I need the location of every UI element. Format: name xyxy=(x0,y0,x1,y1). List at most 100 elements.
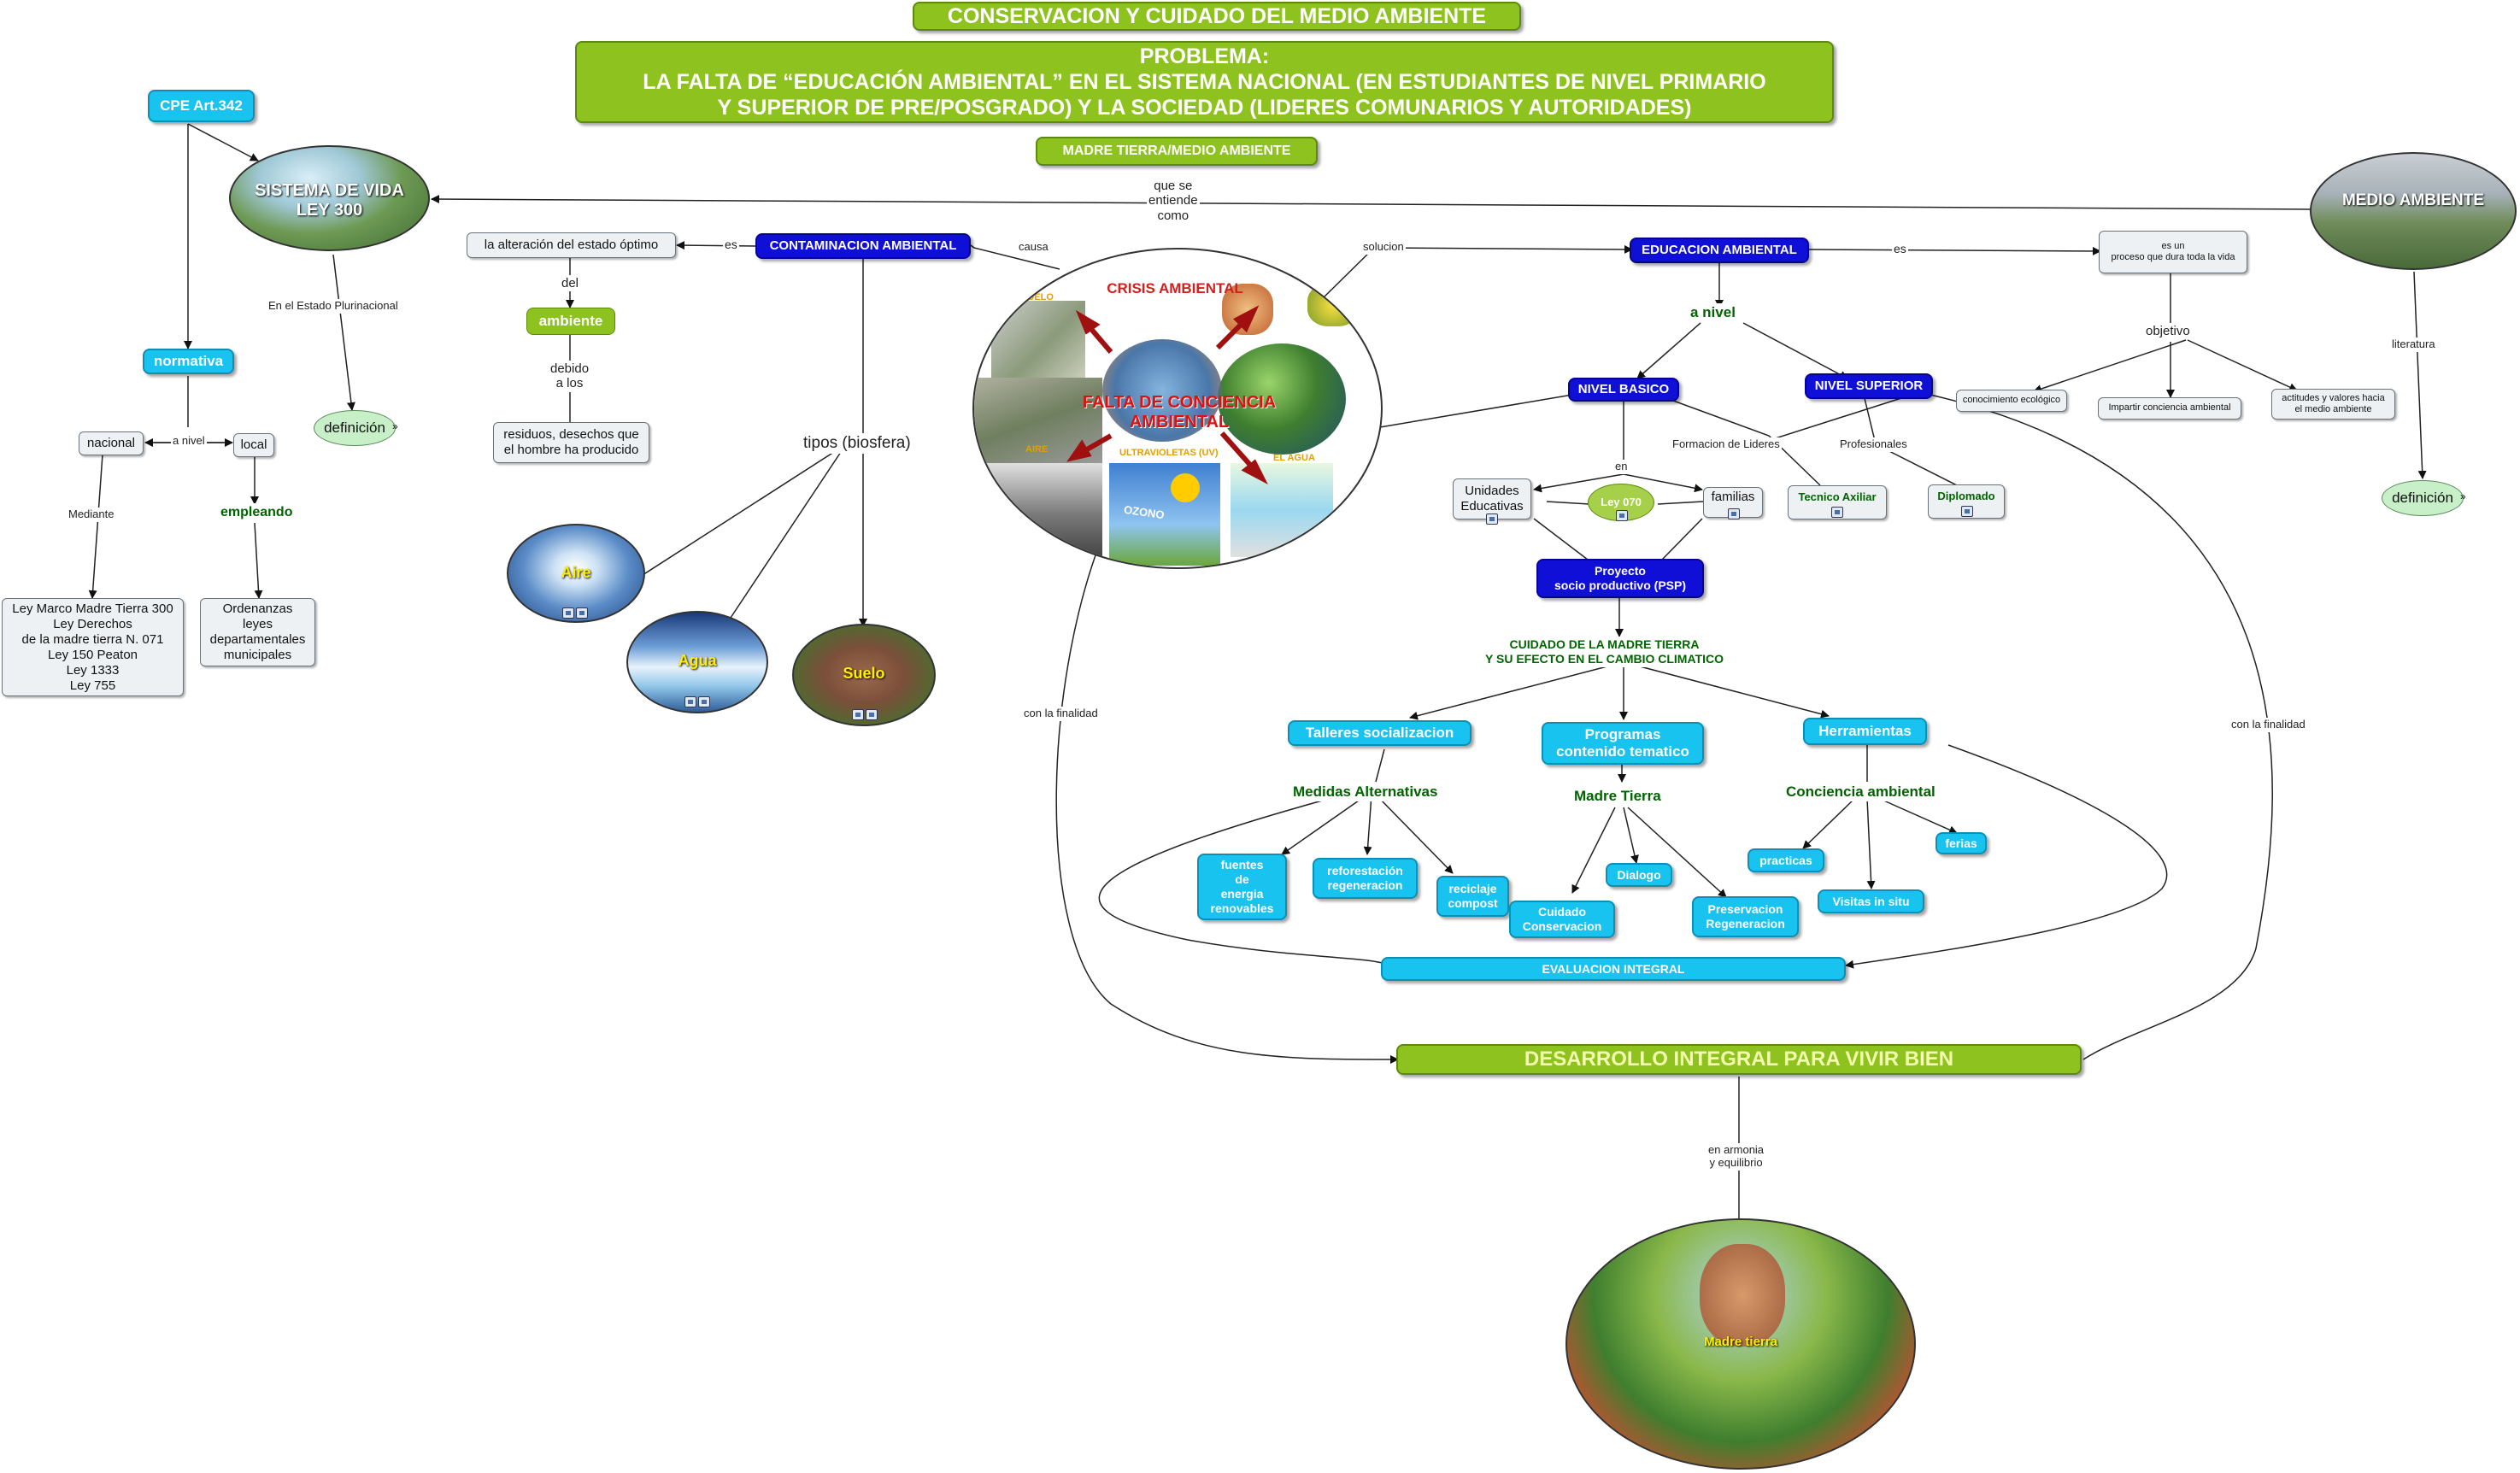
mediante-label: Mediante xyxy=(67,508,116,522)
crisis-title: CRISIS AMBIENTAL xyxy=(1107,280,1243,296)
aire-image[interactable]: Aire xyxy=(507,524,645,623)
document-icon xyxy=(1831,507,1843,518)
image-icon xyxy=(866,709,878,720)
image-icon xyxy=(562,607,574,619)
familias-node[interactable]: familias xyxy=(1703,487,1763,519)
fuentes-node[interactable]: fuentes de energia renovables xyxy=(1197,854,1287,920)
local-node[interactable]: local xyxy=(233,433,274,457)
familias-label: familias xyxy=(1711,490,1755,504)
uv-picture xyxy=(1109,463,1220,566)
tecnico-node[interactable]: Tecnico Axiliar xyxy=(1788,485,1887,519)
earth-picture xyxy=(1218,343,1346,455)
herramientas-node[interactable]: Herramientas xyxy=(1803,718,1927,745)
crisis-agua-label: EL AGUA xyxy=(1273,453,1315,463)
reforestacion-node[interactable]: reforestación regeneracion xyxy=(1313,858,1418,899)
es-left-label: es xyxy=(723,237,739,253)
crisis-suelo-label: SUELO xyxy=(1021,292,1054,302)
diplomado-node[interactable]: Diplomado xyxy=(1928,484,2005,519)
alteracion-node[interactable]: la alteración del estado óptimo xyxy=(467,232,676,258)
actitudes-node[interactable]: actitudes y valores hacia el medio ambie… xyxy=(2271,389,2395,420)
diplomado-label: Diplomado xyxy=(1937,490,1995,503)
crisis-aire-label: AIRE xyxy=(1025,444,1049,455)
crisis-uv-label: ULTRAVIOLETAS (UV) xyxy=(1119,448,1219,458)
preservacion-node[interactable]: Preservacion Regeneracion xyxy=(1692,896,1799,937)
impartir-node[interactable]: Impartir conciencia ambiental xyxy=(2098,397,2241,420)
definicion-left-node[interactable]: definición xyxy=(314,410,396,446)
ley-070-label: Ley 070 xyxy=(1601,496,1642,509)
cuidado-conservacion-node[interactable]: Cuidado Conservacion xyxy=(1509,901,1615,938)
debido-label: debido a los xyxy=(549,361,591,392)
medio-ambiente-image[interactable]: MEDIO AMBIENTE xyxy=(2310,152,2517,270)
contaminacion-node[interactable]: CONTAMINACION AMBIENTAL xyxy=(755,233,971,259)
conciencia-label: Conciencia ambiental xyxy=(1783,783,1938,802)
practicas-node[interactable]: practicas xyxy=(1748,848,1824,872)
sistema-vida-image[interactable]: SISTEMA DE VIDA LEY 300 xyxy=(229,145,430,251)
ambiente-node[interactable]: ambiente xyxy=(526,308,615,335)
talleres-node[interactable]: Talleres socializacion xyxy=(1288,720,1471,746)
es-un-node[interactable]: es un proceso que dura toda la vida xyxy=(2099,231,2247,273)
residuos-node[interactable]: residuos, desechos que el hombre ha prod… xyxy=(493,422,649,463)
image-icon xyxy=(852,709,864,720)
cuidado-madre-tierra-label: CUIDADO DE LA MADRE TIERRA Y SU EFECTO E… xyxy=(1483,637,1726,667)
cpe-node[interactable]: CPE Art.342 xyxy=(148,90,255,122)
expand-icon[interactable]: » xyxy=(2460,490,2466,502)
expand-icon[interactable]: » xyxy=(392,420,398,432)
educacion-node[interactable]: EDUCACION AMBIENTAL xyxy=(1630,238,1809,263)
suelo-image[interactable]: Suelo xyxy=(792,624,936,726)
nivel-superior-node[interactable]: NIVEL SUPERIOR xyxy=(1805,373,1933,399)
agua-image[interactable]: Agua xyxy=(626,611,768,713)
causa-label: causa xyxy=(1017,240,1050,255)
aire-label: Aire xyxy=(561,564,591,581)
literatura-label: literatura xyxy=(2390,337,2437,352)
en-label: en xyxy=(1613,460,1630,474)
image-icon xyxy=(684,696,696,707)
desarrollo-node[interactable]: DESARROLLO INTEGRAL PARA VIVIR BIEN xyxy=(1396,1044,2082,1075)
nacional-node[interactable]: nacional xyxy=(79,431,144,455)
evaluacion-node[interactable]: EVALUACION INTEGRAL xyxy=(1381,957,1846,981)
crisis-ambiental-image[interactable]: CRISIS AMBIENTAL FALTA DE CONCIENCIA AMB… xyxy=(972,248,1383,569)
conocimiento-node[interactable]: conocimiento ecológico xyxy=(1956,390,2067,412)
crisis-center-text: FALTA DE CONCIENCIA AMBIENTAL xyxy=(1082,393,1277,431)
image-icon xyxy=(698,696,710,707)
normativa-node[interactable]: normativa xyxy=(143,349,234,374)
agua-label: Agua xyxy=(678,652,717,669)
problem-node[interactable]: PROBLEMA: LA FALTA DE “EDUCACIÓN AMBIENT… xyxy=(575,41,1834,123)
finalidad-left-label: con la finalidad xyxy=(1022,707,1100,721)
madre-tierra-image[interactable]: Madre tierra xyxy=(1565,1218,1916,1470)
tecnico-label: Tecnico Axiliar xyxy=(1798,490,1877,504)
formacion-label: Formacion de Lideres xyxy=(1671,437,1782,452)
programas-node[interactable]: Programas contenido tematico xyxy=(1542,722,1704,765)
del-label: del xyxy=(560,275,581,292)
dialogo-node[interactable]: Dialogo xyxy=(1606,863,1672,887)
madre-tierra-img-label: Madre tierra xyxy=(1704,1335,1777,1349)
madre-tierra-medio-ambiente-node[interactable]: MADRE TIERRA/MEDIO AMBIENTE xyxy=(1036,137,1318,166)
ferias-node[interactable]: ferias xyxy=(1936,832,1987,854)
flower-picture xyxy=(1307,284,1359,326)
visitas-node[interactable]: Visitas in situ xyxy=(1818,889,1924,913)
agua-picture xyxy=(1231,463,1333,557)
globe-picture xyxy=(1102,339,1222,442)
sistema-vida-label: SISTEMA DE VIDA LEY 300 xyxy=(255,181,404,220)
armonia-label: en armonia y equilibrio xyxy=(1706,1143,1766,1171)
ordenanzas-node[interactable]: Ordenanzas leyes departamentales municip… xyxy=(200,598,315,666)
image-icon xyxy=(1728,508,1740,519)
ley-070-node[interactable]: Ley 070 xyxy=(1588,484,1654,521)
sun-picture xyxy=(1171,473,1200,502)
document-icon xyxy=(1616,510,1628,521)
nivel-basico-node[interactable]: NIVEL BASICO xyxy=(1568,378,1679,402)
es-right-label: es xyxy=(1892,241,1908,257)
definicion-right-label: definición xyxy=(2392,489,2453,506)
leyes-list-node[interactable]: Ley Marco Madre Tierra 300 Ley Derechos … xyxy=(2,598,184,696)
que-se-entiende-label: que se entiende como xyxy=(1147,178,1200,224)
unidades-node[interactable]: Unidades Educativas xyxy=(1453,478,1531,525)
proyecto-node[interactable]: Proyecto socio productivo (PSP) xyxy=(1536,559,1704,598)
empleando-label: empleando xyxy=(218,503,296,522)
en-estado-label: En el Estado Plurinacional xyxy=(267,299,400,314)
ambiente-label: ambiente xyxy=(538,312,603,329)
finalidad-right-label: con la finalidad xyxy=(2229,718,2307,732)
solucion-label: solucion xyxy=(1361,240,1406,255)
image-icon xyxy=(576,607,588,619)
reciclaje-node[interactable]: reciclaje compost xyxy=(1436,876,1509,917)
definicion-right-node[interactable]: definición xyxy=(2382,480,2464,516)
title-node[interactable]: CONSERVACION Y CUIDADO DEL MEDIO AMBIENT… xyxy=(913,2,1521,31)
